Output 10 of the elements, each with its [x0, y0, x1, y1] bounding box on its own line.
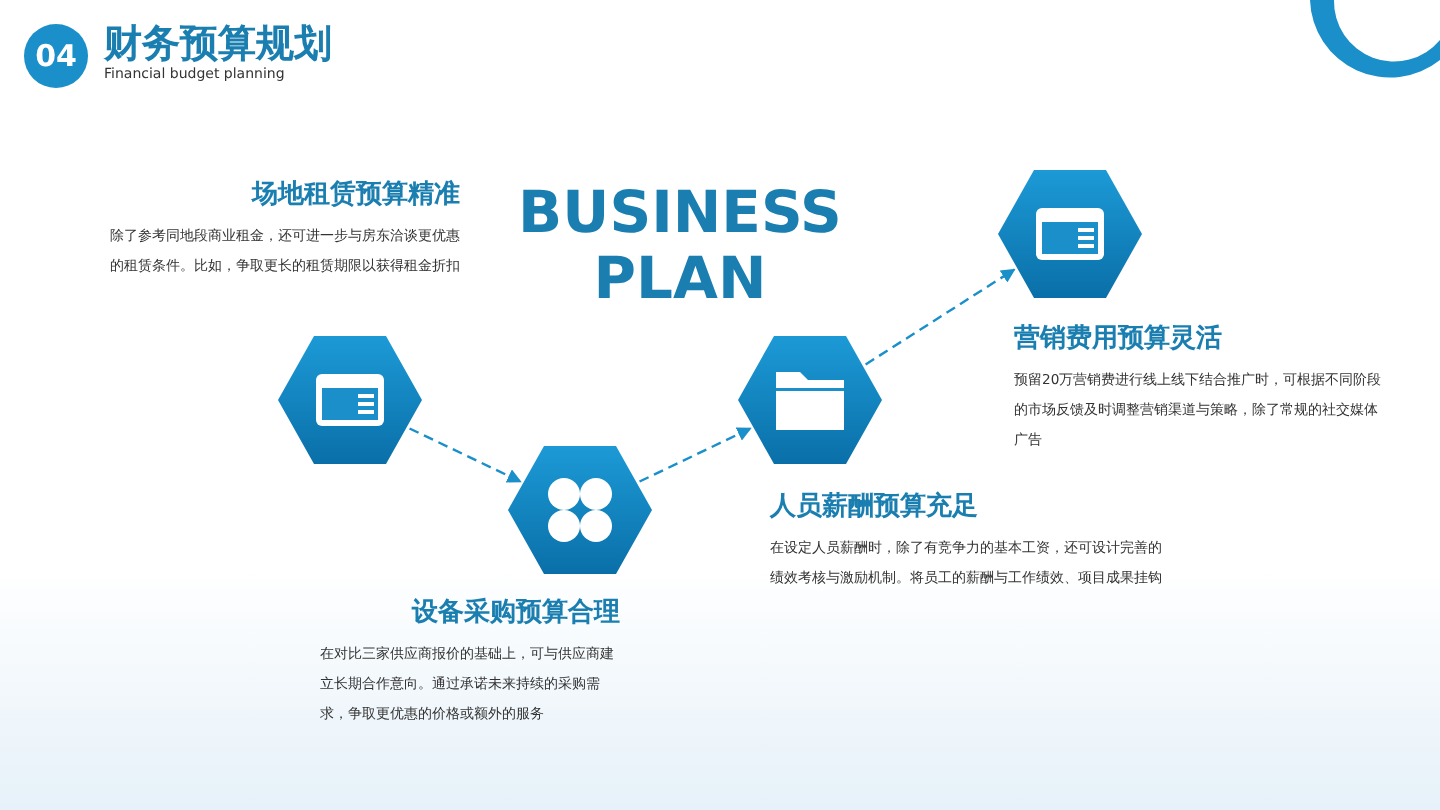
arrow	[639, 427, 752, 483]
item-heading: 人员薪酬预算充足	[770, 489, 978, 524]
item-heading: 设备采购预算合理	[412, 595, 620, 630]
plan-heading: BUSINESS PLAN	[516, 180, 844, 312]
item-heading: 营销费用预算灵活	[1014, 322, 1222, 356]
arrow	[409, 427, 522, 483]
title: 财务预算规划	[104, 20, 332, 67]
arrow	[865, 268, 1016, 366]
number-badge: 04	[24, 24, 88, 88]
item-heading: 场地租赁预算精准	[252, 178, 460, 212]
